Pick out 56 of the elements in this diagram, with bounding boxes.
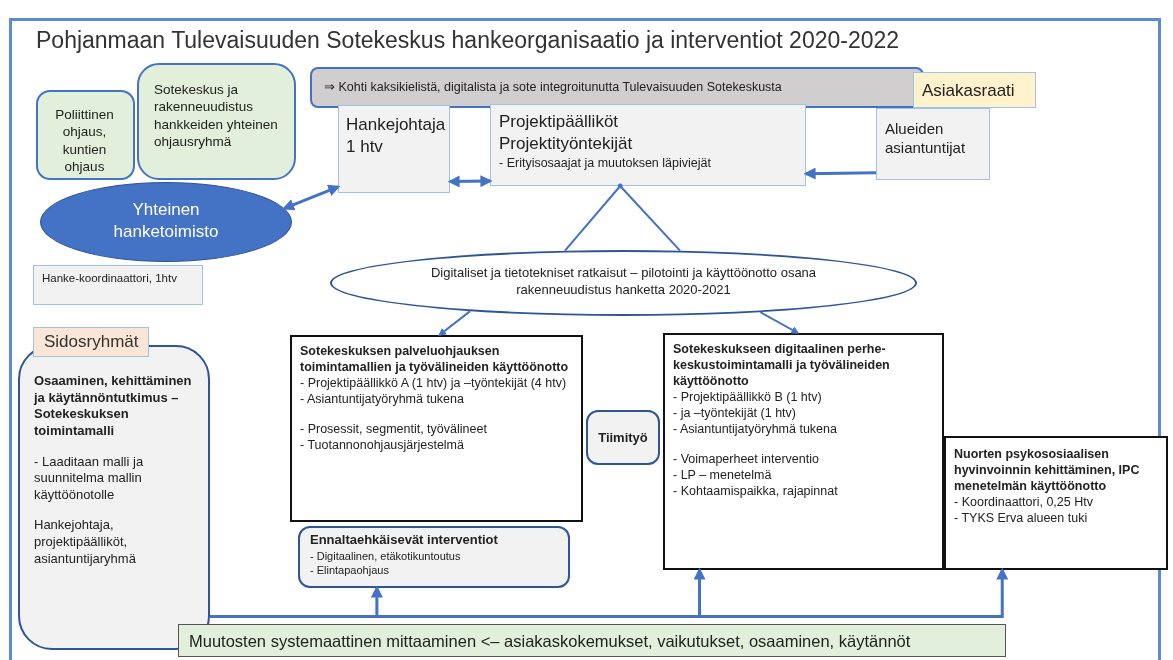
steering-box	[137, 63, 296, 180]
bullet-item: - Asiantuntijatyöryhmä tukena	[300, 391, 465, 407]
bullet-item: - Digitaalinen, etäkotikuntoutus	[310, 548, 462, 563]
node-label: Projektipäälliköt	[499, 111, 620, 133]
bullet-item: - Projektipäällikkö A (1 htv) ja –työntekijät (4 htv)	[300, 375, 568, 391]
node-label: ⇒ Kohti kaksikielistä, digitalista ja sote integroitunutta Tulevaisuuden Sotekeskusta	[324, 79, 783, 95]
info-box	[33, 265, 203, 305]
bullet-item: - Asiantuntijatyöryhmä tukena	[673, 421, 838, 437]
bullet-item: - ja –työntekijät (1 htv)	[673, 405, 797, 421]
box-heading: Osaaminen, kehittäminen ja käytännöntutkimus – Sotekeskuksen toimintamalli	[34, 373, 193, 440]
project-box	[290, 335, 583, 522]
box-heading: Sotekeskukseen digitaalinen perhe-keskustoimintamalli ja työvälineiden käyttöönotto	[673, 341, 891, 389]
project-box	[663, 333, 944, 570]
intervention-box	[298, 526, 570, 588]
box-heading: Nuorten psykososiaalisen hyvinvoinnin kehittäminen, IPC menetelmän käyttöönotto	[954, 446, 1141, 494]
node-label: Yhteinen hanketoimisto	[112, 199, 220, 243]
arrow	[759, 311, 800, 334]
bullet-item: - TYKS Erva alueen tuki	[954, 510, 1089, 526]
bullet-item: - Erityisosaajat ja muutoksen läpiviejät	[499, 154, 712, 171]
arrow	[803, 167, 877, 180]
arrow	[282, 184, 341, 211]
arrow	[564, 183, 681, 252]
node-label: Hanke-koordinaattori, 1htv	[42, 271, 178, 286]
bullet-item: - Tuotannonohjausjärjestelmä	[300, 437, 465, 453]
node-label: Asiakasraati	[922, 80, 1016, 102]
bullet-item: - Projektipäällikkö B (1 htv)	[673, 389, 823, 405]
bullet-item: - Voimaperheet interventio	[673, 451, 820, 467]
bullet-item: - Koordinaattori, 0,25 Htv	[954, 494, 1094, 510]
box-heading: Tiimityö	[597, 430, 649, 447]
role-box	[876, 108, 990, 180]
role-box	[338, 105, 450, 193]
node-label: Sotekeskus ja rakenneuudistus hankkeiden yhteinen ohjausryhmä	[154, 81, 279, 151]
diagram-title: Pohjanmaan Tulevaisuuden Sotekeskus hankeorganisaatio ja interventiot 2020-2022	[36, 27, 900, 54]
node-label: Hankejohtaja, projektipäälliköt, asiantuntijaryhmä	[34, 517, 137, 568]
node-label: Poliittinen ohjaus, kuntien ohjaus	[54, 106, 115, 176]
steering-box	[36, 90, 135, 180]
bullet-item: - Kohtaamispaikka, rajapinnat	[673, 483, 839, 499]
project-box	[944, 436, 1168, 570]
node-label: Digitaliset ja tietotekniset ratkaisut – pilotointi ja käyttöönotto osana rakenneuudistus hanketta 2020-2021	[429, 265, 818, 299]
bullet-item: - Prosessit, segmentit, työvälineet	[300, 421, 488, 437]
bullet-item: - LP – menetelmä	[673, 467, 773, 483]
role-box	[490, 104, 806, 186]
node-label: Alueiden asiantuntijat	[885, 119, 967, 158]
box-heading: Sotekeskuksen palveluohjauksen toimintamallien ja työvälineiden käyttöönotto	[300, 343, 570, 375]
vision-bar	[310, 67, 924, 108]
bullet-item: - Elintapaohjaus	[310, 562, 390, 577]
box-heading: Ennaltaehkäisevät interventiot	[310, 532, 499, 549]
node-label: Muutosten systemaattinen mittaaminen <– asiakaskokemukset, vaikutukset, osaaminen, käytännöt	[189, 631, 912, 652]
node-label: Projektityöntekijät	[499, 132, 634, 155]
teamwork-box	[586, 410, 660, 465]
panel-label-box	[913, 72, 1036, 108]
group-tag: Sidosryhmät	[33, 327, 150, 357]
measurement-bar	[178, 624, 1006, 657]
arrow	[447, 175, 493, 188]
node-label: - Laaditaan malli ja suunnitelma mallin käyttöönotolle	[34, 453, 145, 504]
arrow	[438, 310, 472, 336]
